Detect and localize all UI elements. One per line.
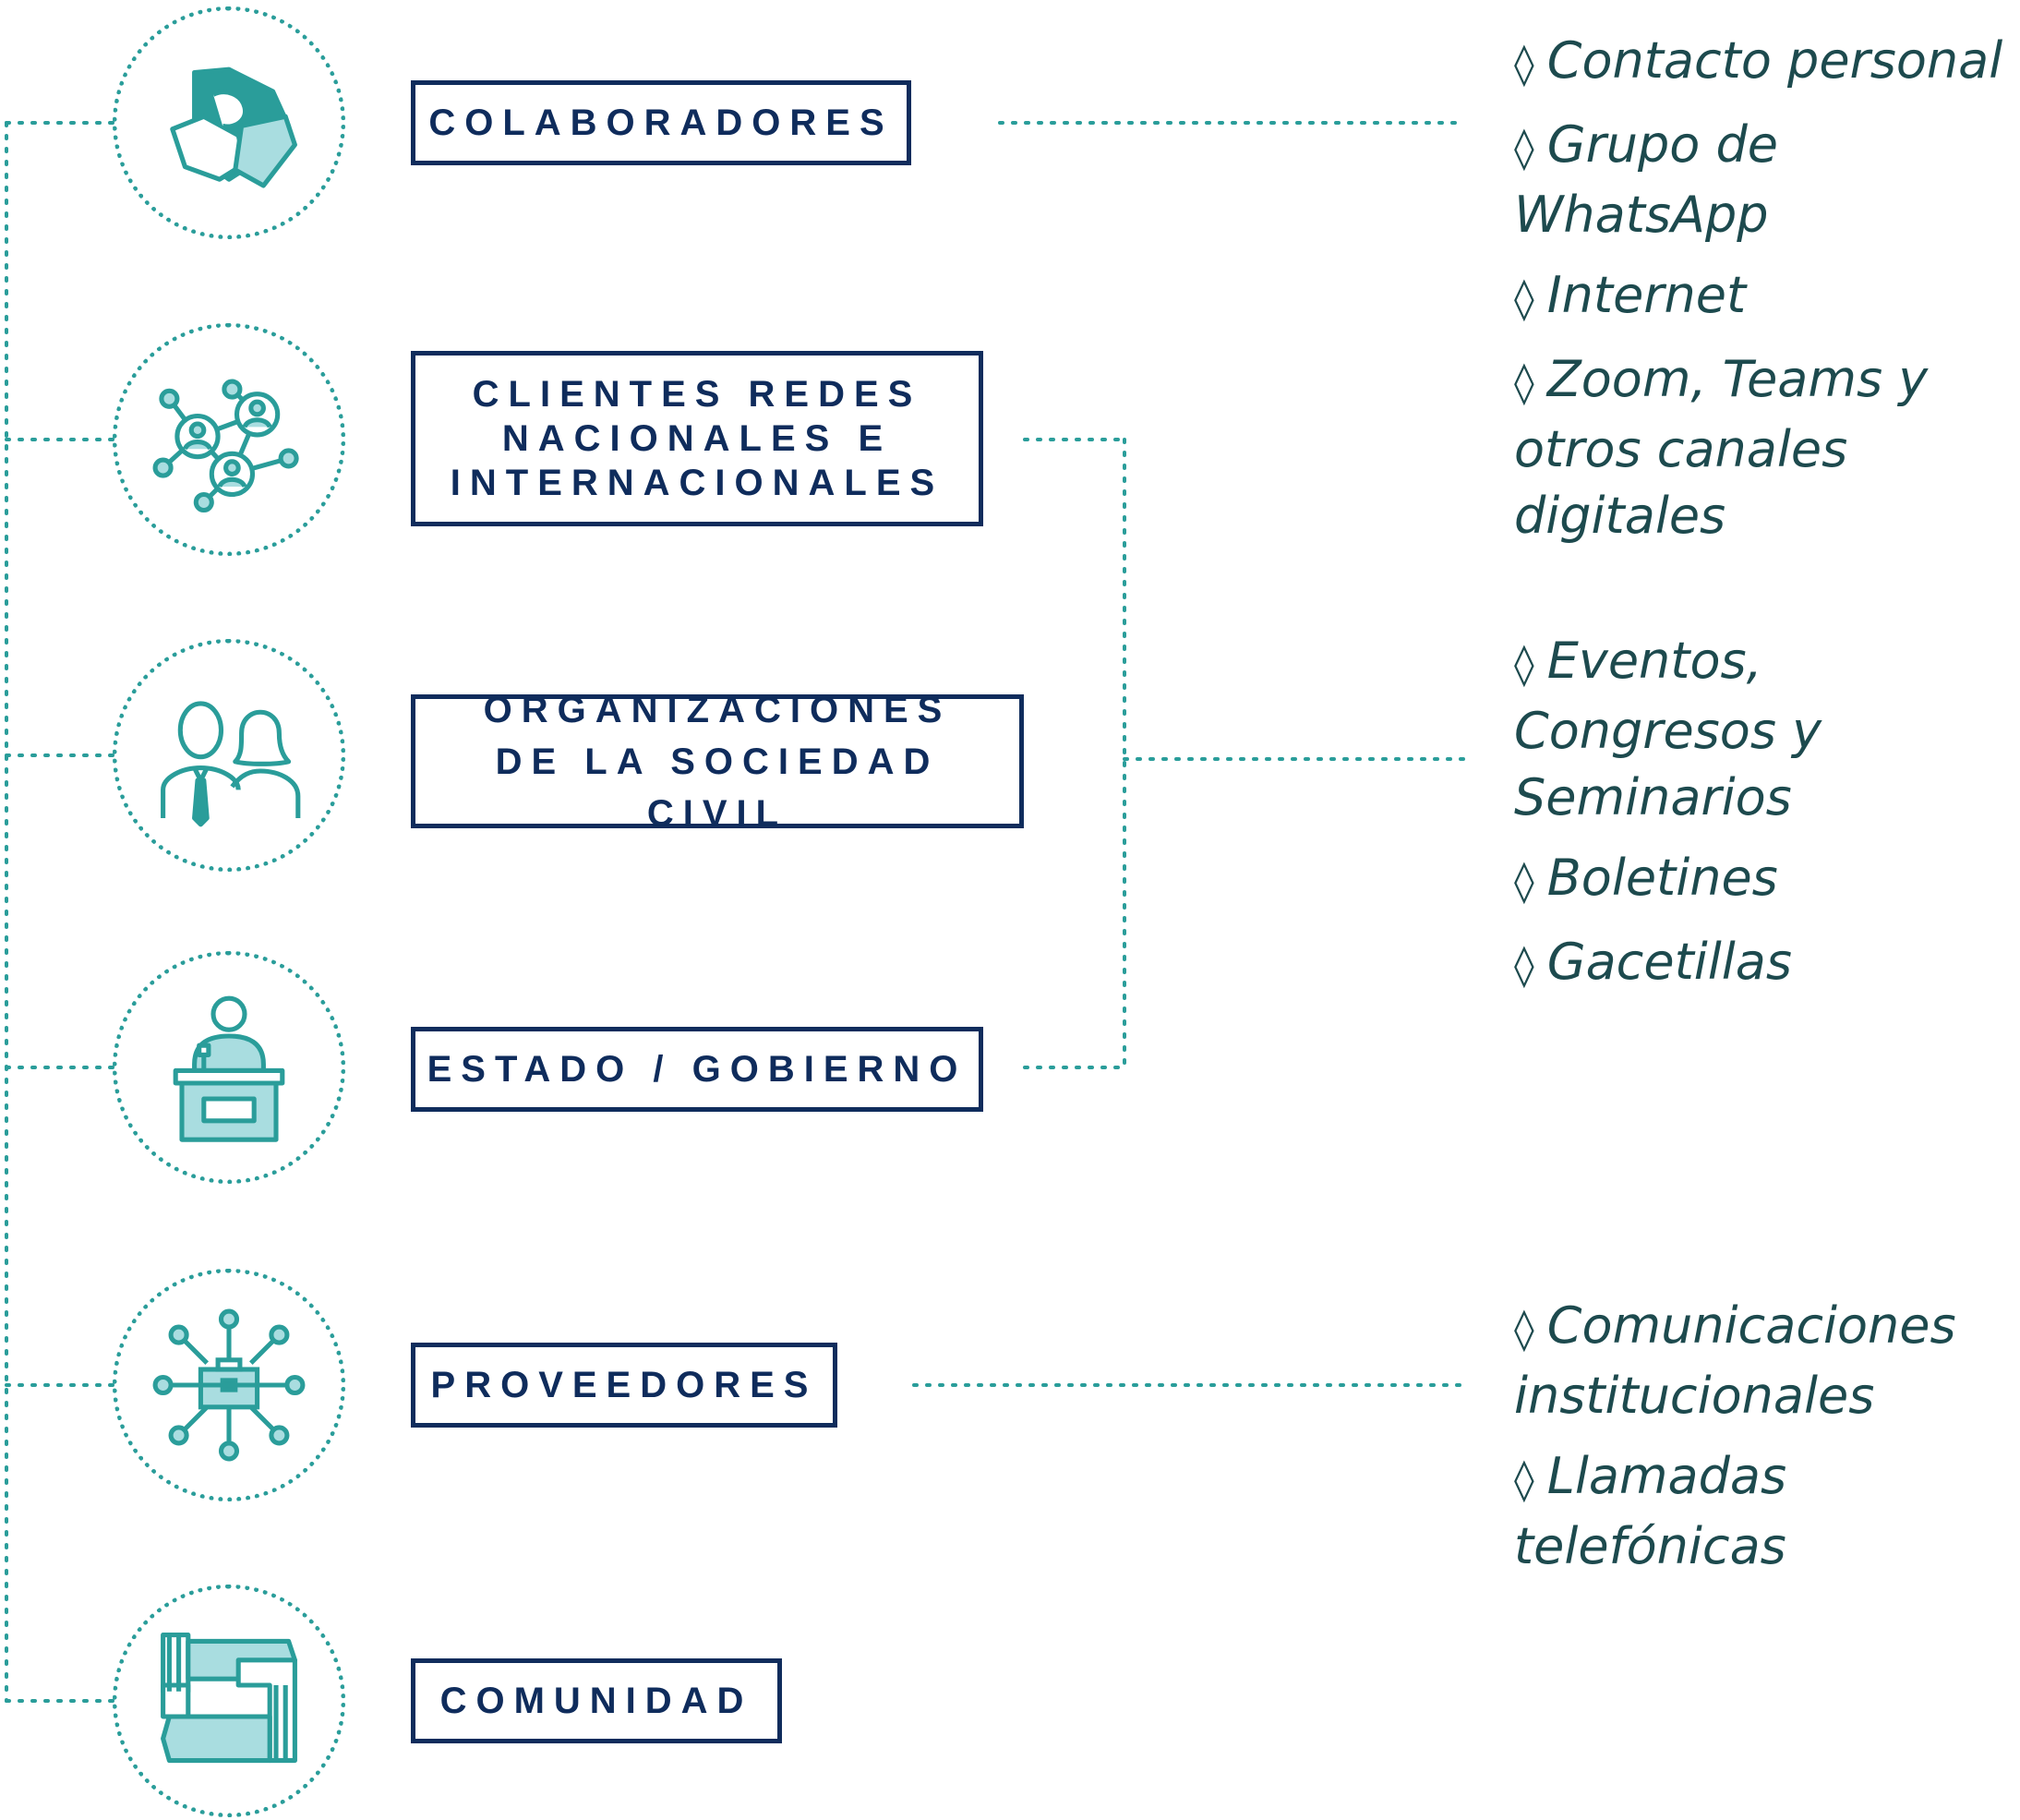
channel-item: ◊Comunicaciones institucionales (1514, 1296, 1956, 1425)
colaboradores-icon-circle (113, 6, 345, 239)
diamond-bullet-icon: ◊ (1514, 125, 1534, 172)
diamond-bullet-icon: ◊ (1514, 942, 1534, 989)
group-comunidad: COMUNIDAD (411, 1658, 782, 1743)
channel-item: ◊Internet (1514, 266, 1747, 324)
group-organizaciones: ORGANIZACIONES DE LA SOCIEDAD CIVIL (411, 690, 1024, 834)
channel-item: ◊Boletines (1514, 849, 1778, 907)
network-people-icon (152, 379, 299, 513)
channel-item: ◊Eventos, Congresos y Seminarios (1514, 632, 1822, 826)
podium-speaker-icon (173, 995, 285, 1142)
diamond-bullet-icon: ◊ (1514, 858, 1534, 905)
group-label-organizaciones: ORGANIZACIONES DE LA SOCIEDAD CIVIL (483, 689, 952, 834)
briefcase-network-icon (152, 1308, 306, 1462)
channel-item: ◊Zoom, Teams y otros canales digitales (1514, 350, 1929, 545)
people-icon (161, 701, 301, 827)
group-label-proveedores: PROVEEDORES (430, 1365, 818, 1405)
diamond-bullet-icon: ◊ (1514, 41, 1534, 88)
colaboradores-channel-list: ◊Contacto personal ◊Grupo de WhatsApp ◊I… (1514, 28, 2013, 563)
group-label-comunidad: COMUNIDAD (439, 1681, 753, 1721)
group-colaboradores: COLABORADORES (411, 80, 911, 165)
diamond-bullet-icon: ◊ (1514, 1456, 1534, 1503)
channel-item: ◊Llamadas telefónicas (1514, 1447, 1787, 1575)
estado-icon-circle (113, 951, 345, 1184)
comunidad-icon-circle (113, 1585, 345, 1817)
channel-item: ◊Gacetillas (1514, 933, 1793, 991)
proveedores-channel-list: ◊Comunicaciones institucionales ◊Llamada… (1514, 1293, 2013, 1594)
group-label-clientes: CLIENTES REDES NACIONALES E INTERNACIONA… (450, 374, 944, 503)
organizaciones-icon-circle (113, 639, 345, 872)
channel-item: ◊Contacto personal (1514, 31, 2003, 90)
diamond-bullet-icon: ◊ (1514, 641, 1534, 688)
channel-item: ◊Grupo de WhatsApp (1514, 115, 1779, 244)
group-label-colaboradores: COLABORADORES (428, 102, 894, 143)
diamond-bullet-icon: ◊ (1514, 275, 1534, 322)
clientes-icon-circle (113, 323, 345, 556)
joined-hands-icon (161, 1633, 297, 1764)
group-label-estado: ESTADO / GOBIERNO (427, 1049, 968, 1090)
group-estado: ESTADO / GOBIERNO (411, 1027, 983, 1112)
diamond-bullet-icon: ◊ (1514, 359, 1534, 406)
group-proveedores: PROVEEDORES (411, 1343, 837, 1428)
institutional-channel-list: ◊Eventos, Congresos y Seminarios ◊Boleti… (1514, 628, 2013, 1013)
proveedores-icon-circle (113, 1269, 345, 1501)
diamond-bullet-icon: ◊ (1514, 1306, 1534, 1353)
group-clientes: CLIENTES REDES NACIONALES E INTERNACIONA… (411, 351, 983, 526)
handshake-icon (170, 66, 297, 188)
